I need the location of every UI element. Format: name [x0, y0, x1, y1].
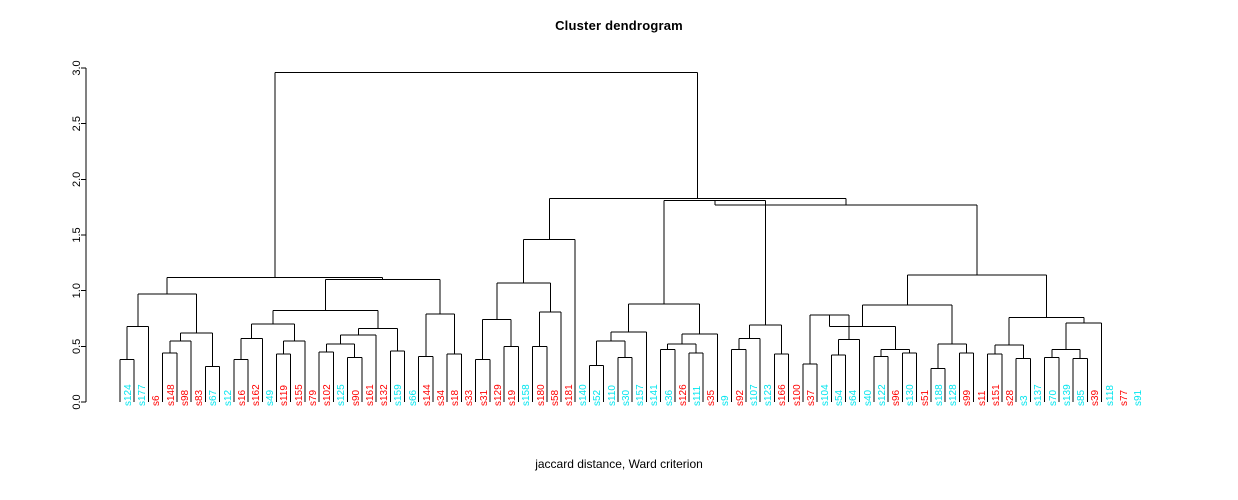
leaf-label: s33 — [464, 389, 476, 406]
x-axis-label: jaccard distance, Ward criterion — [535, 457, 703, 471]
leaf-label: s67 — [208, 389, 220, 406]
leaf-label: s158 — [521, 384, 533, 406]
y-axis-tick-label: 2.5 — [71, 116, 83, 131]
leaf-label: s139 — [1061, 384, 1073, 406]
leaf-label: s16 — [236, 389, 248, 406]
leaf-label: s31 — [478, 389, 490, 406]
leaf-label: s91 — [1133, 389, 1144, 406]
leaf-label: s28 — [1004, 389, 1016, 406]
leaf-label: s30 — [620, 389, 632, 406]
leaf-label: s34 — [435, 389, 447, 406]
leaf-label: s18 — [450, 389, 462, 406]
leaf-label: s159 — [393, 384, 405, 406]
leaf-label: s37 — [805, 389, 817, 406]
leaf-label: s162 — [251, 384, 263, 406]
leaf-label: s39 — [1090, 389, 1102, 406]
leaf-label: s85 — [1076, 389, 1088, 406]
leaf-label: s79 — [307, 389, 319, 406]
leaf-label: s92 — [734, 389, 746, 406]
y-axis-tick-label: 1.5 — [71, 227, 83, 242]
leaf-label: s130 — [905, 384, 917, 406]
leaf-label: s124 — [123, 384, 134, 406]
leaf-label: s110 — [606, 385, 618, 406]
leaf-label: s177 — [137, 384, 149, 406]
leaf-label: s128 — [948, 384, 960, 406]
leaf-label: s51 — [919, 389, 931, 406]
leaf-label: s123 — [763, 384, 775, 406]
leaf-label: s155 — [293, 384, 305, 406]
leaf-label: s157 — [635, 384, 647, 406]
leaf-label: s36 — [663, 389, 675, 406]
y-axis-tick-label: 0.5 — [71, 339, 83, 354]
page-title: Cluster dendrogram — [555, 18, 683, 33]
leaf-label: s126 — [677, 384, 689, 406]
leaf-label: s181 — [563, 384, 575, 406]
leaf-label: s99 — [962, 389, 974, 406]
leaf-label: s6 — [151, 395, 163, 406]
leaf-label: s141 — [649, 384, 661, 406]
leaf-label: s132 — [379, 384, 391, 406]
leaf-label: s11 — [976, 390, 988, 406]
leaf-label: s49 — [265, 389, 277, 406]
leaf-label: s125 — [336, 384, 348, 406]
leaf-label: s52 — [592, 389, 604, 406]
leaf-label: s98 — [179, 389, 191, 406]
leaf-label: s137 — [1033, 384, 1045, 406]
leaf-label: s180 — [535, 384, 547, 406]
leaf-label: s64 — [848, 389, 860, 406]
leaf-label: s90 — [350, 389, 362, 406]
y-axis-tick-label: 0.0 — [71, 394, 83, 409]
leaf-label: s3 — [1019, 395, 1031, 406]
leaf-label: s77 — [1118, 389, 1130, 406]
leaf-label: s161 — [364, 384, 376, 406]
leaf-label: s9 — [720, 395, 732, 406]
leaf-label: s148 — [165, 384, 177, 406]
leaf-label: s35 — [706, 389, 718, 406]
leaf-label: s122 — [876, 384, 888, 406]
leaf-label: s166 — [777, 384, 789, 406]
dendrogram-tree — [119, 71, 1103, 402]
leaf-label: s12 — [222, 389, 234, 406]
leaf-label: s102 — [322, 384, 334, 406]
leaf-label: s70 — [1047, 389, 1059, 406]
y-axis: 0.0 0.5 1.0 1.5 2.0 2.5 3.0 — [71, 60, 87, 410]
leaf-label: s54 — [834, 389, 846, 406]
leaf-label: s129 — [492, 384, 504, 406]
leaf-label: s140 — [578, 384, 590, 406]
leaf-label: s111 — [692, 385, 703, 406]
leaf-label: s118 — [1104, 385, 1116, 406]
leaf-label: s19 — [507, 389, 519, 406]
leaf-label: s151 — [990, 384, 1002, 406]
leaf-label: s107 — [748, 384, 760, 406]
y-axis-tick-label: 3.0 — [71, 60, 83, 75]
leaf-label: s119 — [279, 385, 291, 406]
leaf-label: s144 — [421, 384, 433, 406]
leaf-label: s100 — [791, 384, 803, 406]
leaf-label: s188 — [933, 384, 945, 406]
leaf-label: s58 — [549, 389, 561, 406]
leaf-label: s104 — [820, 384, 832, 406]
y-axis-tick-label: 1.0 — [71, 283, 83, 298]
leaf-label: s96 — [891, 389, 903, 406]
leaf-label: s40 — [862, 389, 874, 406]
y-axis-tick-label: 2.0 — [71, 172, 83, 187]
leaf-label: s66 — [407, 389, 419, 406]
leaf-label: s83 — [194, 389, 206, 406]
